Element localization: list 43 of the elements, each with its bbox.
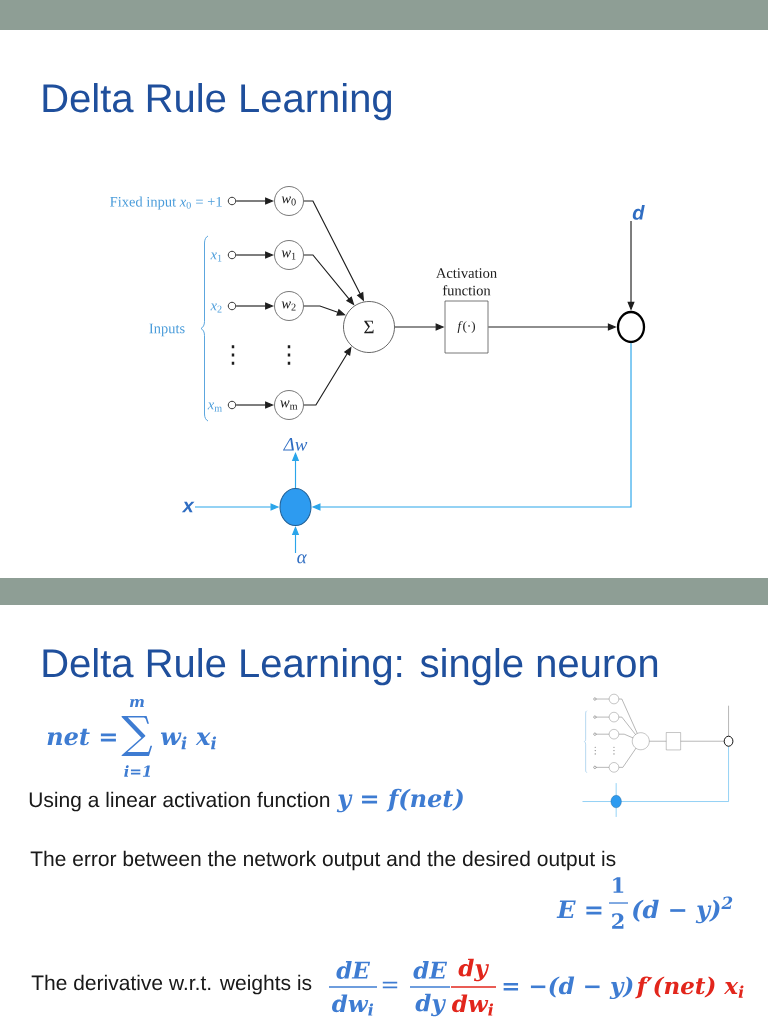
math-text: E =	[556, 900, 602, 918]
output-circle	[616, 310, 646, 344]
input-terminal	[227, 196, 237, 206]
math-text: dy	[415, 993, 447, 1017]
slide-title: Delta Rule Learning	[43, 83, 392, 121]
body-text: Using a linear activation function	[29, 791, 330, 812]
body-text: The derivative w.r.t. weights is	[31, 974, 312, 995]
input-label: x$_{m}$	[207, 402, 222, 412]
math-text: dE	[336, 961, 371, 979]
math-text: 2	[612, 913, 624, 929]
math-text: m	[129, 699, 144, 707]
math-text: y = f(net)	[336, 788, 463, 813]
math-text: (d − y)$^{2}$	[633, 896, 733, 924]
math-text: dy	[458, 958, 490, 982]
math-text: = −(d − y)	[503, 976, 633, 1000]
math-text: dw$_{i}$	[332, 994, 374, 1016]
math-text: i=1	[124, 765, 150, 777]
vertical-ellipsis: ⋮	[287, 345, 291, 365]
input-terminal	[227, 400, 237, 410]
math-text: 1	[613, 877, 624, 893]
symbol-label: Δw	[282, 438, 308, 451]
function-box: f(·)	[444, 300, 489, 354]
math-text: net =	[47, 728, 116, 746]
math-text: =	[382, 981, 398, 989]
input-terminal	[227, 301, 237, 311]
input-terminal	[227, 250, 237, 260]
body-text: The error between the network output and the desired output is	[30, 850, 616, 871]
input-label: x$_{1}$	[210, 252, 222, 262]
math-symbol: ∑	[121, 716, 153, 757]
input-label: Fixed input x$_{0}$ = +1	[110, 196, 222, 210]
symbol-label: α	[297, 554, 307, 564]
input-label: x$_{2}$	[210, 303, 222, 313]
group-label: Inputs	[149, 323, 185, 337]
vertical-ellipsis: ⋮	[231, 345, 235, 365]
math-text: f′(net) x$_{i}$	[635, 976, 744, 999]
box-heading: Activation function	[436, 268, 497, 296]
slide-title: Delta Rule Learning: single neuron	[43, 648, 658, 686]
math-text: dE	[413, 961, 448, 979]
symbol-label: d	[632, 205, 645, 220]
filled-circle	[279, 488, 312, 526]
math-text: w$_{i}$ x$_{i}$	[160, 732, 217, 750]
math-text: dw$_{i}$	[452, 994, 494, 1016]
symbol-label: x	[181, 501, 195, 513]
